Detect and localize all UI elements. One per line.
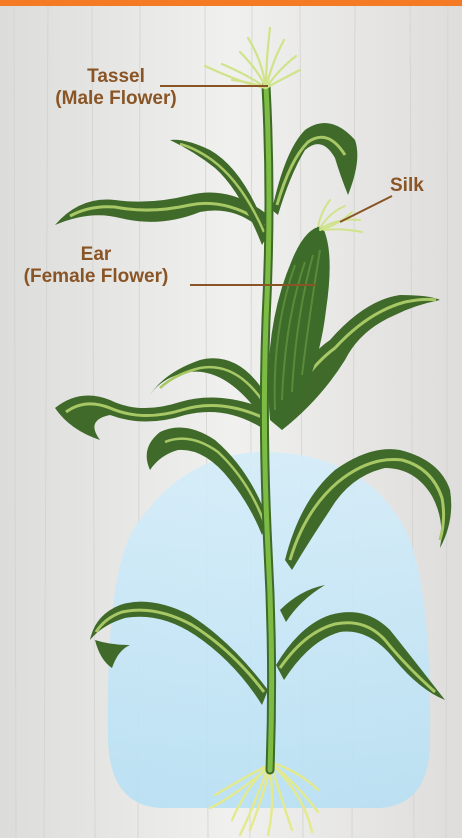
ear-label: Ear (Female Flower)	[6, 244, 186, 288]
silk-label: Silk	[390, 175, 440, 197]
tassel-label-title: Tassel	[40, 66, 192, 88]
tassel-label-subtitle: (Male Flower)	[40, 88, 192, 110]
ear-label-title: Ear	[6, 244, 186, 266]
silk-label-title: Silk	[390, 175, 440, 197]
top-bar	[0, 0, 462, 6]
tassel-label: Tassel (Male Flower)	[40, 66, 192, 110]
ear-label-subtitle: (Female Flower)	[6, 266, 186, 288]
